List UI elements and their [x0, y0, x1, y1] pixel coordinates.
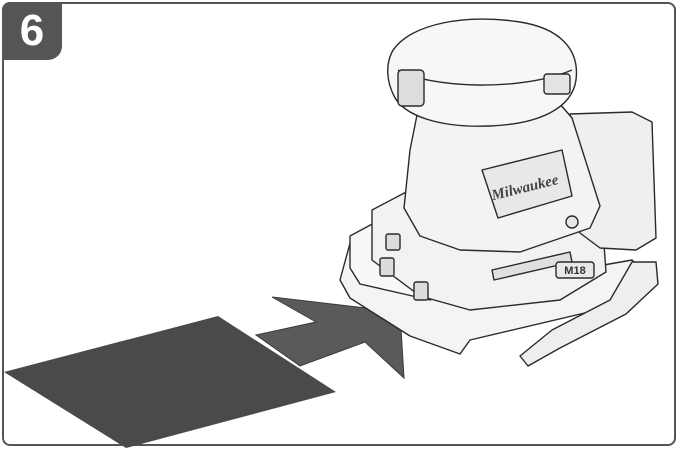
arrow-right-icon — [254, 296, 405, 380]
paper-clamp-lever — [519, 261, 659, 367]
step-badge: 6 — [2, 2, 62, 60]
power-switch — [397, 69, 425, 107]
brand-label-plate — [481, 149, 573, 219]
sander-handle-top — [387, 18, 578, 127]
sandpaper-sheet — [4, 316, 336, 448]
voltage-mark-text: M18 — [564, 265, 585, 277]
step-number: 6 — [19, 6, 45, 55]
voltage-badge — [555, 261, 595, 279]
orbital-sander — [339, 18, 659, 367]
